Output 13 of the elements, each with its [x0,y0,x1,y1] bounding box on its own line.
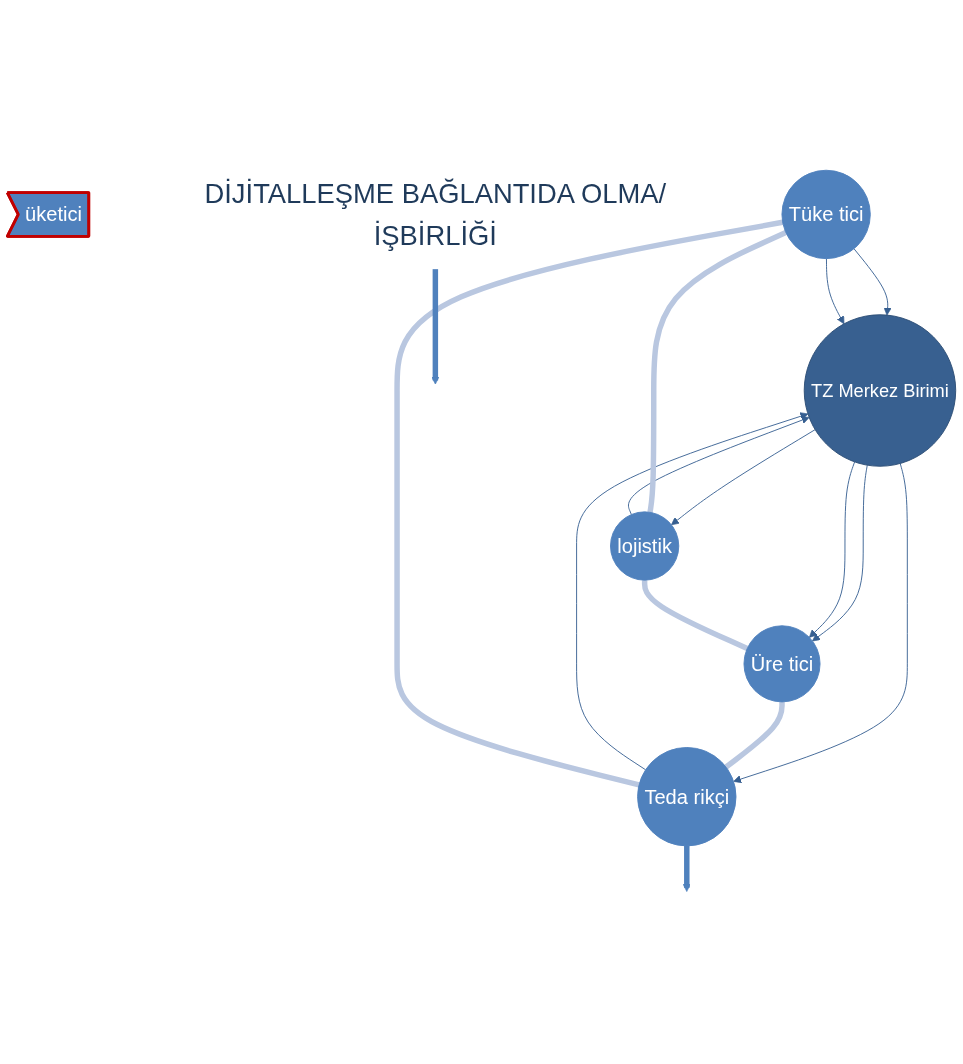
connector-line [641,580,749,651]
connector-line [724,701,785,770]
pentagon-arrow: üketici [5,191,91,238]
circle-node: Teda rikçi [637,747,737,847]
connector-line [394,219,784,788]
circle-node: Üre tici [743,625,821,703]
arrow [431,269,440,385]
connector-line [647,230,787,513]
heading-text: DİJİTALLEŞME BAĞLANTIDA OLMA/İŞBİRLİĞİ [204,178,667,250]
arrow [682,845,691,892]
circle-node: lojistik [610,511,680,581]
circle-node: Tüke tici [781,169,871,260]
circle-node: TZ Merkez Birimi [803,314,957,467]
